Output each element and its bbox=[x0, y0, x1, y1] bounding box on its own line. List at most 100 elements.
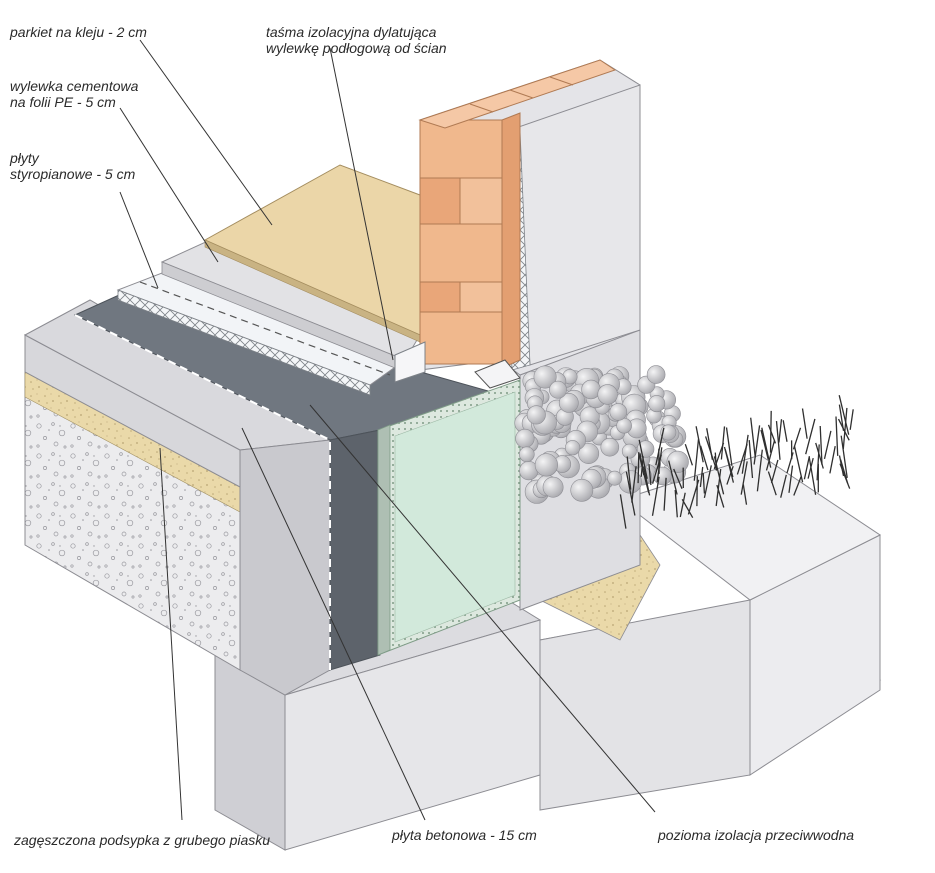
grass-blade bbox=[674, 489, 678, 518]
label-sand-line-1: zagęszczona podsypka z grubego piasku bbox=[14, 832, 271, 848]
grass-blade bbox=[816, 444, 820, 481]
gravel-stone bbox=[534, 453, 559, 477]
grass-blade bbox=[713, 456, 725, 495]
gravel-stone bbox=[666, 450, 689, 474]
grass-blade bbox=[823, 430, 832, 460]
grass-blade bbox=[702, 473, 706, 494]
gravel-stone bbox=[515, 428, 535, 449]
label-tape: taśma izolacyjna dylatująca wylewkę podł… bbox=[266, 24, 447, 56]
grass-blade bbox=[750, 417, 756, 458]
brick-wall bbox=[418, 59, 641, 389]
grass bbox=[619, 395, 854, 529]
grass-blade bbox=[840, 435, 848, 478]
label-tape-line-1: taśma izolacyjna dylatująca bbox=[266, 24, 437, 40]
gravel-stones bbox=[514, 365, 689, 504]
grass-blade bbox=[648, 464, 652, 486]
leader-waterproof bbox=[309, 404, 656, 813]
leader-screed bbox=[119, 107, 219, 263]
label-sand: zagęszczona podsypka z grubego piasku bbox=[14, 832, 270, 848]
grass-blade bbox=[668, 460, 678, 495]
grass-blade bbox=[788, 465, 794, 493]
dilatation-tape bbox=[394, 341, 426, 383]
gravel-stone bbox=[542, 476, 564, 498]
grass-blade bbox=[780, 474, 787, 498]
grass-blade bbox=[726, 465, 734, 485]
label-styrofoam-line-1: płyty bbox=[10, 150, 39, 166]
grass-blade bbox=[792, 427, 802, 450]
grass-blade bbox=[619, 494, 627, 529]
gravel-stone bbox=[607, 470, 623, 486]
grass-blade bbox=[687, 479, 700, 515]
grass-blade bbox=[736, 444, 748, 475]
gravel-stone bbox=[609, 403, 628, 421]
grass-blade bbox=[808, 456, 817, 495]
label-styrofoam-line-2: styropianowe - 5 cm bbox=[10, 166, 136, 182]
grass-blade bbox=[663, 477, 667, 511]
grass-blade bbox=[642, 466, 651, 496]
grass-blade bbox=[637, 452, 640, 484]
label-slab: płyta betonowa - 15 cm bbox=[392, 827, 537, 843]
leader-lines bbox=[119, 39, 656, 821]
gravel-stone bbox=[597, 384, 618, 405]
grass-blade bbox=[782, 420, 788, 442]
grass-blade bbox=[725, 427, 733, 466]
gravel-stone bbox=[660, 424, 677, 441]
leader-tape bbox=[329, 47, 394, 361]
grass-blade bbox=[723, 446, 735, 483]
grass-blade bbox=[715, 469, 722, 507]
grass-blade bbox=[839, 463, 851, 489]
gravel-stone bbox=[564, 440, 581, 456]
grass-blade bbox=[793, 446, 804, 483]
grass-blade bbox=[793, 476, 802, 496]
label-tape-line-2: wylewkę podłogową od ścian bbox=[266, 40, 447, 56]
grass-blade bbox=[740, 461, 748, 495]
label-waterproof-line-1: pozioma izolacja przeciwwodna bbox=[658, 827, 855, 843]
grass-blade bbox=[753, 425, 761, 465]
grass-blade bbox=[769, 410, 772, 453]
leader-sand bbox=[159, 447, 183, 821]
grass-blade bbox=[699, 445, 709, 471]
grass-blade bbox=[684, 443, 694, 466]
grass-blade bbox=[838, 395, 850, 435]
gravel-stone bbox=[549, 380, 567, 399]
label-screed-line-1: wylewka cementowa bbox=[10, 78, 139, 94]
grass-blade bbox=[693, 439, 700, 481]
grass-blade bbox=[655, 427, 665, 466]
grass-blade bbox=[716, 484, 725, 508]
grass-blade bbox=[741, 434, 749, 474]
leader-parquet bbox=[139, 39, 273, 226]
grass-blade bbox=[807, 457, 814, 479]
grass-blade bbox=[679, 492, 686, 518]
grass-blade bbox=[778, 419, 783, 443]
grass-blade bbox=[626, 456, 632, 490]
grass-blade bbox=[760, 429, 769, 460]
gravel-stone bbox=[526, 405, 546, 425]
grass-blade bbox=[756, 449, 763, 492]
grass-blade bbox=[704, 436, 718, 471]
leader-slab bbox=[241, 427, 426, 821]
grass-blade bbox=[720, 426, 726, 460]
grass-blade bbox=[837, 418, 850, 441]
grass-blade bbox=[767, 424, 777, 444]
grass-blade bbox=[656, 447, 663, 483]
grass-blade bbox=[699, 466, 704, 488]
gravel-stone bbox=[621, 443, 637, 459]
grass-blade bbox=[775, 421, 781, 460]
label-slab-line-1: płyta betonowa - 15 cm bbox=[392, 827, 537, 843]
grass-blade bbox=[673, 468, 683, 489]
styrofoam-boards bbox=[116, 267, 407, 396]
soil-block bbox=[24, 334, 241, 671]
grass-blade bbox=[835, 416, 839, 456]
grass-blade bbox=[786, 452, 794, 474]
grass-blade bbox=[765, 440, 776, 471]
grass-blade bbox=[695, 426, 704, 463]
label-parquet-line-1: parkiet na kleju - 2 cm bbox=[10, 24, 147, 40]
grass-blade bbox=[801, 408, 808, 439]
grass-blade bbox=[849, 409, 854, 430]
label-screed-line-2: na folii PE - 5 cm bbox=[10, 94, 116, 110]
label-waterproof: pozioma izolacja przeciwwodna bbox=[658, 827, 854, 843]
gravel-stone bbox=[646, 365, 666, 384]
grass-blade bbox=[838, 455, 845, 477]
